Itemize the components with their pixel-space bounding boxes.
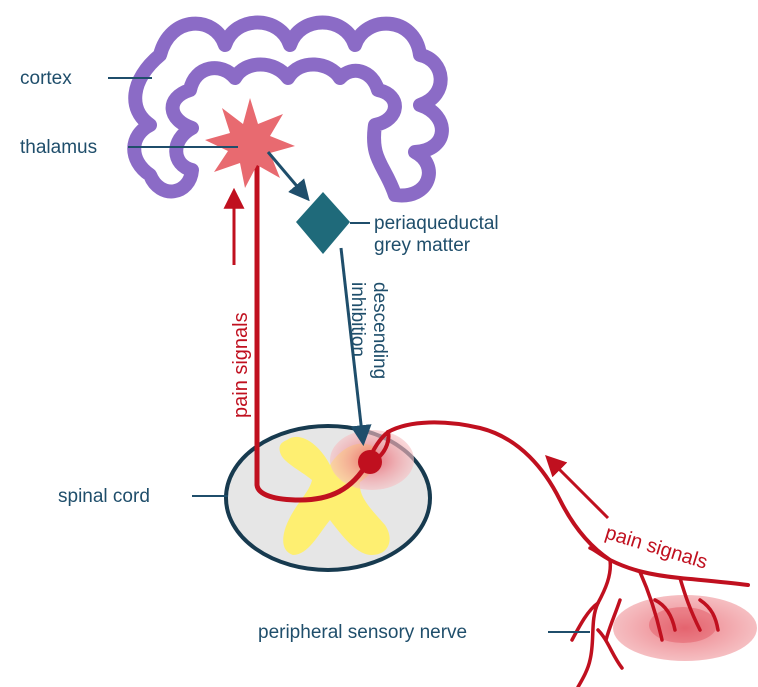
cortex-shape bbox=[134, 23, 442, 196]
label-spinal-cord: spinal cord bbox=[58, 486, 150, 507]
synapse-dot bbox=[358, 450, 382, 474]
label-thalamus: thalamus bbox=[20, 137, 97, 158]
label-descending-line1: descending bbox=[369, 282, 390, 379]
label-cortex: cortex bbox=[20, 68, 72, 89]
label-descending-line2: inhibition bbox=[347, 282, 368, 357]
label-pag-line1: periaqueductal bbox=[374, 213, 499, 234]
thalamus-shape bbox=[205, 98, 295, 188]
thalamus-to-pag-arrow bbox=[268, 152, 307, 198]
label-peripheral-nerve: peripheral sensory nerve bbox=[258, 622, 467, 643]
label-pain-signals-vertical: pain signals bbox=[230, 312, 252, 418]
label-pag-line2: grey matter bbox=[374, 235, 471, 256]
pag-diamond bbox=[296, 192, 350, 254]
peripheral-pain-arrow bbox=[548, 458, 608, 518]
